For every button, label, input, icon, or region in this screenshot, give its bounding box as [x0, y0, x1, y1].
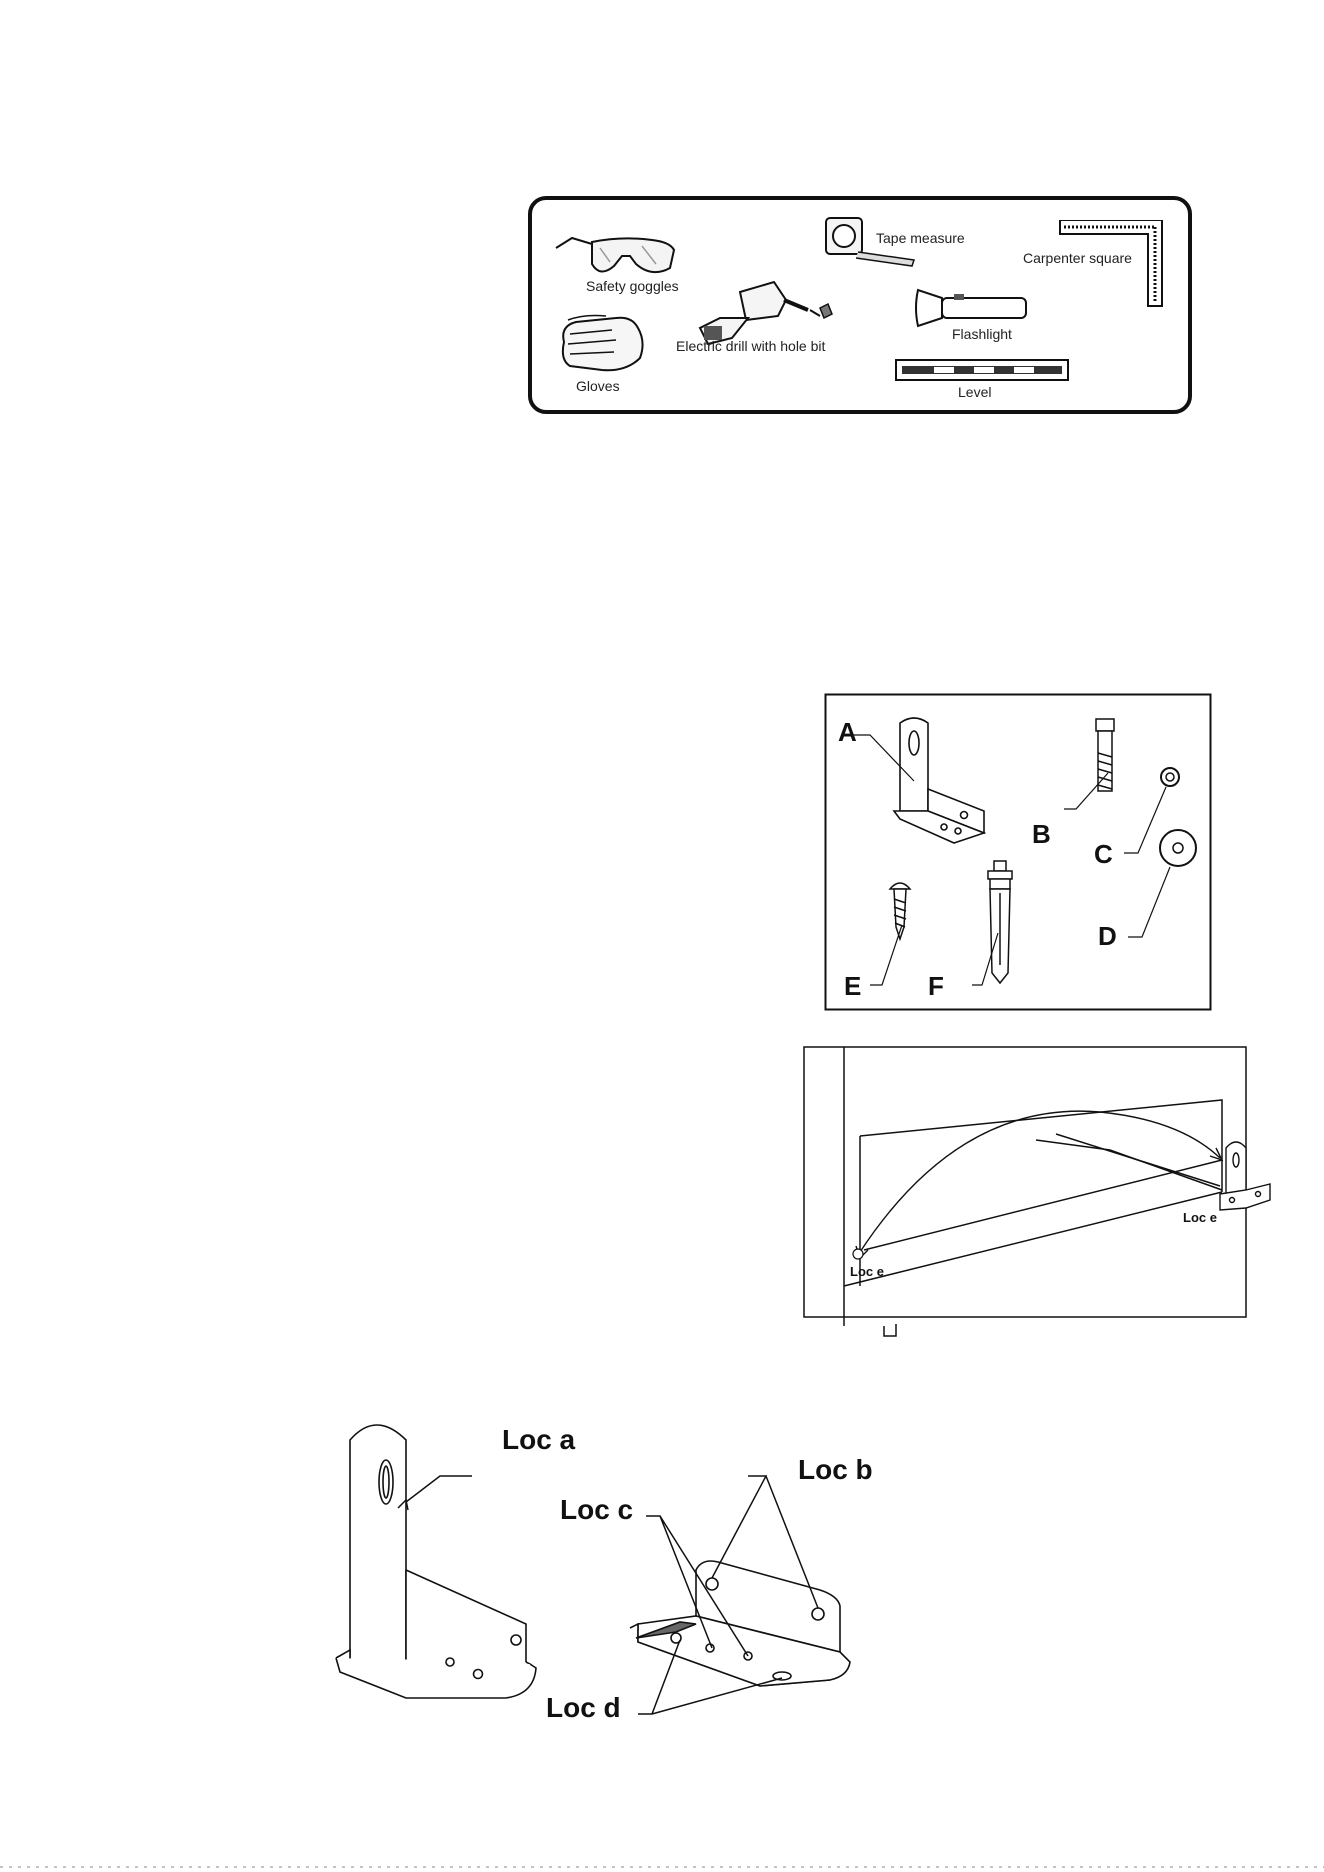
loc-e-right-label: Loc e: [1183, 1210, 1217, 1225]
parts-panel: A B C D E F: [824, 693, 1212, 1011]
loc-d-label: Loc d: [546, 1692, 621, 1724]
safety-goggles-label: Safety goggles: [586, 278, 679, 294]
safety-goggles-icon: [552, 226, 682, 286]
part-label-e: E: [844, 971, 861, 1002]
cabinet-drawing: [800, 1040, 1280, 1340]
bottom-edge-artifact: [0, 1862, 1324, 1872]
carpenter-square-label: Carpenter square: [1023, 250, 1132, 266]
part-label-b: B: [1032, 819, 1051, 850]
flashlight-label: Flashlight: [952, 326, 1012, 342]
loc-c-label: Loc c: [560, 1494, 633, 1526]
bolt-b-drawing: [1096, 719, 1114, 791]
carpenter-square-icon: [1058, 220, 1178, 320]
washer-d-drawing: [1160, 830, 1196, 866]
loc-b-label: Loc b: [798, 1454, 873, 1486]
part-label-d: D: [1098, 921, 1117, 952]
washer-c-drawing: [1161, 768, 1179, 786]
loc-e-left-label: Loc e: [850, 1264, 884, 1279]
bracket-detail-figure: Loc a Loc b Loc c Loc d: [320, 1410, 900, 1730]
gloves-icon: [556, 312, 656, 378]
level-icon: [894, 356, 1070, 384]
part-label-f: F: [928, 971, 944, 1002]
tools-panel: Safety goggles Gloves Electric drill wit…: [528, 196, 1192, 414]
parts-panel-frame: [824, 693, 1212, 1011]
cabinet-figure: Loc e Loc e: [800, 1040, 1280, 1340]
anchor-f-drawing: [988, 861, 1012, 983]
tape-measure-label: Tape measure: [876, 230, 965, 246]
electric-drill-label: Electric drill with hole bit: [676, 338, 825, 354]
cabinet-bracket-drawing: [1220, 1142, 1270, 1210]
left-bracket-drawing: [336, 1425, 536, 1698]
part-label-a: A: [838, 717, 857, 748]
part-label-c: C: [1094, 839, 1113, 870]
loc-a-label: Loc a: [502, 1424, 575, 1456]
right-bracket-drawing: [630, 1561, 850, 1686]
gloves-label: Gloves: [576, 378, 620, 394]
level-label: Level: [958, 384, 991, 400]
